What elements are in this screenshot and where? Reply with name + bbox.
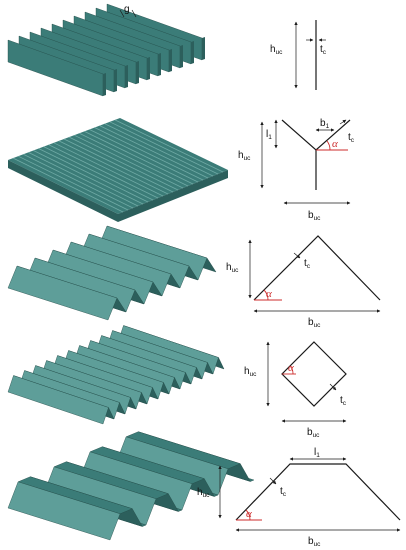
corrugation-line xyxy=(12,157,124,213)
corrugation-line xyxy=(38,148,149,203)
corrugation-line xyxy=(74,134,184,189)
section-3-triangle: huc tc α buc xyxy=(226,235,381,329)
corrugation-line xyxy=(43,146,154,201)
corrugation-line xyxy=(68,136,179,191)
width-label: buc xyxy=(308,536,321,548)
ycore-3d-render xyxy=(8,118,228,222)
section-5-trapezoid: l1 huc tc α buc xyxy=(197,447,401,548)
width-label: buc xyxy=(307,427,320,439)
height-label: huc xyxy=(226,262,239,274)
angle-label: α xyxy=(288,362,294,374)
gap-label: g xyxy=(124,4,130,15)
corrugation-line xyxy=(53,142,164,197)
corrugation-line xyxy=(94,127,204,181)
panel-face xyxy=(7,375,109,425)
panel-face xyxy=(103,73,106,96)
section-2-y: huc l1 b1 tc α buc xyxy=(238,118,355,222)
thickness-arrow xyxy=(329,383,337,391)
corrugation-line xyxy=(109,121,219,175)
corrugation-line xyxy=(33,150,144,205)
l1-label: l1 xyxy=(314,447,320,459)
thickness-label: tc xyxy=(280,486,287,498)
panel-face xyxy=(136,61,139,84)
gap-tick-right xyxy=(131,9,137,18)
section-1-vertical: huc tc xyxy=(270,20,327,90)
triangle-profile xyxy=(253,235,381,301)
thickness-label: tc xyxy=(340,395,347,407)
row-5-trapezoidal-core: l1 huc tc α buc xyxy=(7,431,401,548)
thickness-arrow xyxy=(269,477,277,485)
corrugation-line xyxy=(89,129,199,183)
corrugation-line xyxy=(84,131,194,185)
panel-face xyxy=(191,41,194,64)
corrugation-line xyxy=(48,144,159,199)
thickness-label: tc xyxy=(348,132,355,144)
corrugation-line xyxy=(114,119,224,173)
trapezoid-3d-render xyxy=(7,431,255,541)
corrugation-line xyxy=(18,155,129,211)
section-4-diamond: huc tc α buc xyxy=(244,341,347,439)
corrugation-line xyxy=(99,125,209,179)
panel-face xyxy=(169,49,172,72)
angle-label: α xyxy=(246,508,252,520)
corrugation-line xyxy=(63,138,174,193)
width-label: buc xyxy=(308,317,321,329)
l1-label: l1 xyxy=(266,129,272,141)
angle-label: α xyxy=(266,288,272,300)
diamond-3d-render xyxy=(7,325,225,425)
corrugation-line xyxy=(28,152,139,207)
row-3-triangular-core: huc tc α buc xyxy=(7,225,381,329)
row-1-vertical-plates: g huc tc xyxy=(7,3,327,97)
y-arms xyxy=(281,119,351,151)
corrugation-line xyxy=(23,153,134,209)
panel-face xyxy=(180,45,183,68)
thickness-label: tc xyxy=(304,258,311,270)
angle-arc xyxy=(326,140,331,151)
panel-face xyxy=(158,53,161,76)
panel-face xyxy=(147,57,150,80)
panel-face xyxy=(125,65,128,88)
thickness-arrow xyxy=(339,119,347,125)
height-label: huc xyxy=(270,44,283,56)
thickness-label: tc xyxy=(320,44,327,56)
triangle-3d-render xyxy=(7,225,217,321)
panel-face xyxy=(114,69,117,92)
row-4-diamond-core: huc tc α buc xyxy=(7,325,347,439)
diamond-profile xyxy=(281,341,347,407)
corrugation-line xyxy=(79,132,189,187)
row-2-y-core: huc l1 b1 tc α buc xyxy=(8,118,355,222)
thickness-arrow xyxy=(293,252,301,259)
gap-tick-left xyxy=(119,9,125,18)
height-label: huc xyxy=(238,150,251,162)
height-label: huc xyxy=(197,487,210,499)
angle-arc xyxy=(263,289,269,301)
angle-label: α xyxy=(332,138,338,150)
panel-face xyxy=(202,37,205,60)
panel-face xyxy=(7,481,121,541)
angle-arc xyxy=(245,509,251,521)
height-label: huc xyxy=(244,366,257,378)
corrugation-line xyxy=(104,123,214,177)
plates-3d-render xyxy=(7,3,205,97)
angle-arc xyxy=(289,365,294,375)
trapezoid-profile xyxy=(235,463,401,521)
panel-face xyxy=(7,265,118,321)
corrugation-line xyxy=(58,140,169,195)
width-label: buc xyxy=(308,210,321,222)
b1-label: b1 xyxy=(320,118,330,130)
